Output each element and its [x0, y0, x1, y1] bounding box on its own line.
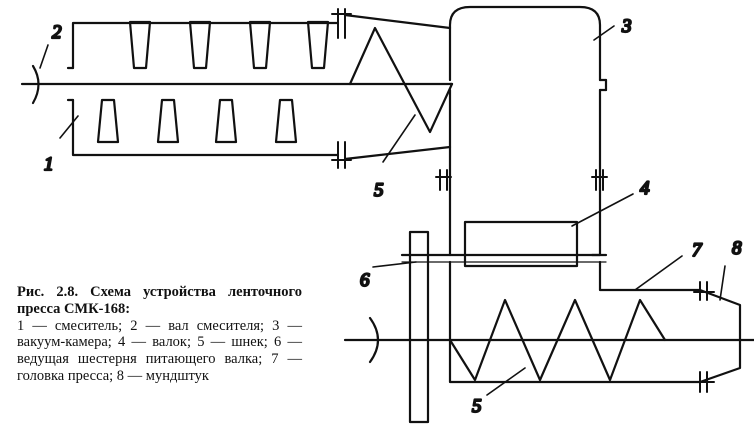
figure-caption: Рис. 2.8. Схема устройства ленточного пр…: [17, 284, 302, 385]
label-4: 4: [640, 178, 650, 199]
vacuum-chamber: [448, 5, 608, 257]
drive-gear: [408, 230, 430, 424]
press-body: [448, 260, 742, 384]
label-1: 1: [44, 154, 54, 175]
mixer-flange: [331, 8, 352, 169]
press-head-flange: [693, 281, 715, 393]
mixer-blades-lower: [96, 98, 298, 144]
mixer-housing: [66, 21, 340, 157]
label-5-mixer: 5: [374, 180, 384, 201]
mixer-screw: [348, 26, 454, 134]
label-6: 6: [360, 270, 370, 291]
mixer-cone: [343, 13, 452, 161]
shaft-rotation-arrow: [31, 64, 40, 105]
mixer-blades-upper: [128, 20, 330, 70]
label-5-press: 5: [472, 396, 482, 417]
label-7: 7: [692, 240, 703, 261]
chamber-flange: [435, 169, 608, 191]
label-2: 2: [52, 22, 62, 43]
caption-legend: 1 — смеситель; 2 — вал смесителя; 3 — ва…: [17, 317, 302, 384]
press-rotation-arrow: [368, 316, 380, 364]
roller: [463, 220, 579, 268]
label-3: 3: [621, 16, 632, 37]
press-screw: [448, 298, 667, 382]
leader-lines: [39, 25, 726, 396]
caption-title: Рис. 2.8. Схема устройства ленточного пр…: [17, 284, 302, 317]
label-8: 8: [732, 238, 742, 259]
